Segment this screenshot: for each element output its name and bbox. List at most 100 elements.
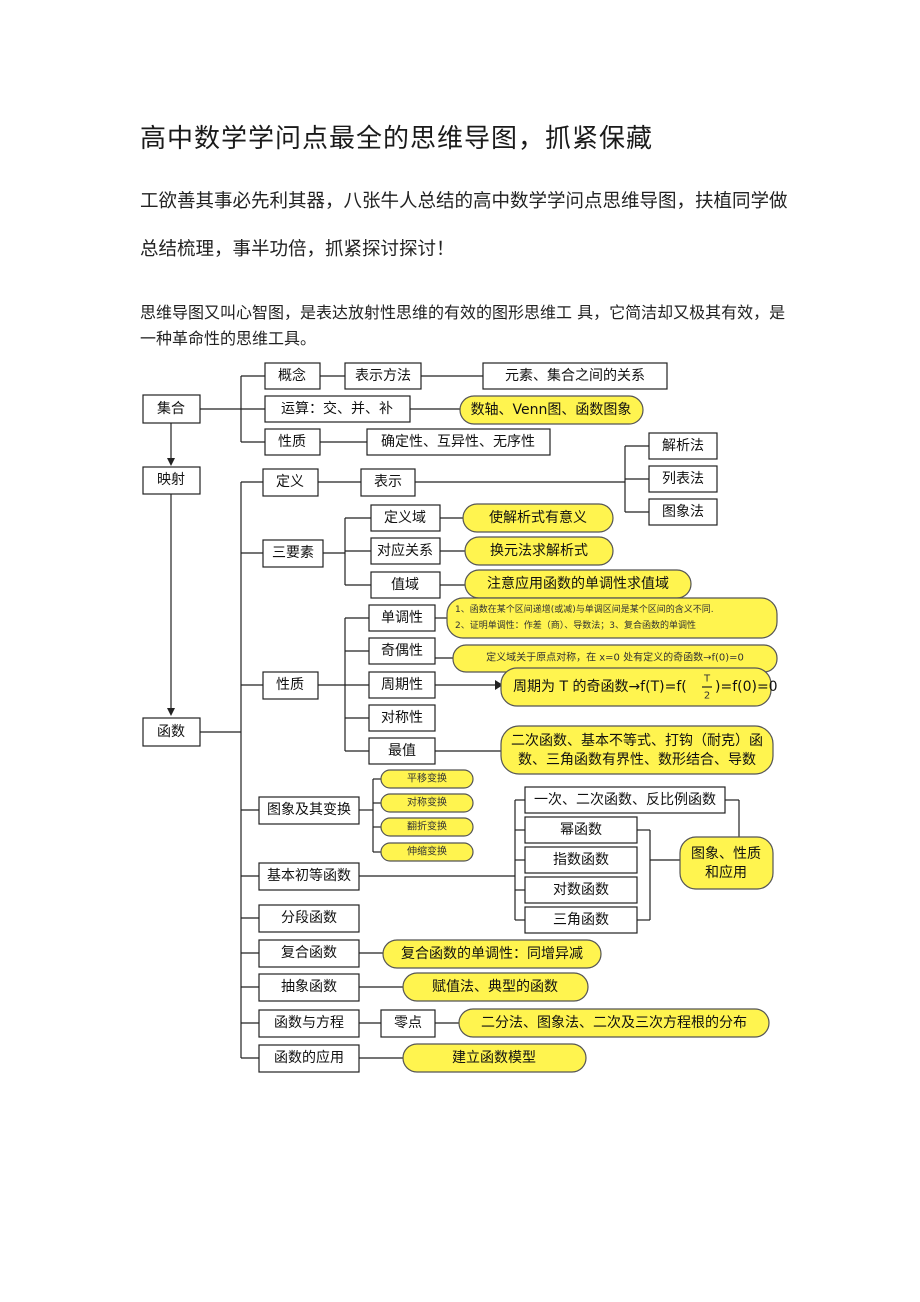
periodic-label: 周期性 [381,677,423,693]
three-elements-label: 三要素 [272,545,314,561]
set-operations-tools-label: 数轴、Venn图、函数图象 [471,402,632,418]
extremum-note-line-2: 数、三角函数有界性、数形结合、导数 [518,752,756,768]
set-properties-list-node: 确定性、互异性、无序性 [366,428,551,456]
definition-branch: 定义 表示 解析法 列表法 图象法 [262,432,718,526]
periodic-note-prefix: 周期为 T 的奇函数→f(T)=f( [513,678,687,695]
application-label: 函数的应用 [274,1049,344,1066]
abstract-note-node: 赋值法、典型的函数 [402,972,589,1002]
set-properties-node: 性质 [264,428,321,456]
article-title: 高中数学学问点最全的思维导图，抓紧保藏 [140,124,654,154]
zero-node: 零点 [380,1009,436,1038]
graph-transform-branch: 图象及其变换 平移变换 对称变换 翻折变换 伸缩变换 [258,769,474,862]
monotonic-label: 单调性 [381,610,423,626]
graph-transform-label: 图象及其变换 [267,801,351,818]
set-properties-list-label: 确定性、互异性、无序性 [381,434,535,450]
composite-node: 复合函数 [258,939,360,968]
application-node: 函数的应用 [258,1044,360,1073]
transform-translation-label: 平移变换 [407,772,447,785]
monotonic-note-line-2: 2、证明单调性：作差（商）、导数法；3、复合函数的单调性 [455,619,696,631]
graph-transform-node: 图象及其变换 [258,796,360,825]
transform-translation-node: 平移变换 [380,769,474,789]
application-note-node: 建立函数模型 [402,1043,587,1073]
set-root-node: 集合 [142,394,201,424]
zero-note-node: 二分法、图象法、二次及三次方程根的分布 [458,1008,770,1038]
equation-node: 函数与方程 [258,1009,360,1038]
symmetry-node: 对称性 [368,704,436,732]
set-root-label: 集合 [157,400,185,417]
function-root-label: 函数 [157,724,185,740]
abstract-node: 抽象函数 [258,973,360,1002]
elementary-label: 基本初等函数 [267,867,351,884]
transform-fold-node: 翻折变换 [380,817,474,837]
elementary-note-line-2: 和应用 [705,864,747,881]
range-label: 值域 [391,577,419,593]
set-operations-tools-node: 数轴、Venn图、函数图象 [459,395,644,425]
range-note-label: 注意应用函数的单调性求值域 [487,575,669,592]
range-note-node: 注意应用函数的单调性求值域 [464,569,692,599]
elementary-power-node: 幂函数 [524,816,638,844]
range-node: 值域 [370,571,441,599]
domain-label: 定义域 [384,510,426,526]
abstract-label: 抽象函数 [281,979,337,995]
method-graph-label: 图象法 [662,504,704,520]
extremum-note-line-1: 二次函数、基本不等式、打钩（耐克）函 [511,732,763,749]
application-branch: 函数的应用 建立函数模型 [258,1043,587,1073]
abstract-note-label: 赋值法、典型的函数 [432,979,558,995]
method-analytic-label: 解析法 [662,438,704,454]
rule-note-label: 换元法求解析式 [490,542,588,559]
periodic-note-suffix: )=f(0)=0 [715,679,778,695]
method-analytic-node: 解析法 [648,432,718,460]
parity-note-label: 定义域关于原点对称，在 x=0 处有定义的奇函数→f(0)=0 [486,651,744,664]
domain-note-label: 使解析式有意义 [489,509,587,526]
periodic-note-node: 周期为 T 的奇函数→f(T)=f( T 2 )=f(0)=0 [500,667,778,707]
method-table-node: 列表法 [648,465,718,493]
transform-scale-node: 伸缩变换 [380,842,474,862]
extremum-node: 最值 [368,737,436,765]
elementary-node: 基本初等函数 [258,862,360,891]
parity-label: 奇偶性 [381,642,423,659]
zero-note-label: 二分法、图象法、二次及三次方程根的分布 [481,1015,747,1031]
method-table-label: 列表法 [662,471,704,487]
set-relation-node: 元素、集合之间的关系 [482,362,668,390]
elementary-note-line-1: 图象、性质 [691,846,761,862]
equation-branch: 函数与方程 零点 二分法、图象法、二次及三次方程根的分布 [258,1008,770,1038]
composite-label: 复合函数 [281,944,337,961]
elementary-log-node: 对数函数 [524,876,638,904]
domain-note-node: 使解析式有意义 [462,503,614,533]
transform-fold-label: 翻折变换 [407,820,447,833]
composite-note-node: 复合函数的单调性：同增异减 [382,939,602,969]
representation-label: 表示 [374,474,402,490]
application-note-label: 建立函数模型 [452,1050,536,1066]
rule-label: 对应关系 [377,542,433,559]
method-graph-node: 图象法 [648,498,718,526]
rule-note-node: 换元法求解析式 [464,536,614,566]
set-properties-label: 性质 [278,434,306,450]
definition-label: 定义 [276,474,304,490]
parity-note-node: 定义域关于原点对称，在 x=0 处有定义的奇函数→f(0)=0 [452,644,778,673]
extremum-label: 最值 [388,743,416,759]
elementary-trig-label: 三角函数 [553,912,609,928]
set-operations-label: 运算：交、并、补 [281,400,393,417]
elementary-linear-node: 一次、二次函数、反比例函数 [524,786,726,814]
parity-node: 奇偶性 [368,637,436,665]
domain-node: 定义域 [370,504,441,532]
representation-node: 表示 [360,468,416,497]
periodic-note-fraction-den: 2 [704,691,710,702]
function-properties-node: 性质 [262,671,319,700]
transform-scale-label: 伸缩变换 [407,845,447,858]
monotonic-node: 单调性 [368,604,436,632]
math-mind-map: 集合 概念 表示方法 元素、集合之间的关系 运算：交、并、补 数轴、Venn图、… [142,362,778,1073]
set-branch: 集合 概念 表示方法 元素、集合之间的关系 运算：交、并、补 数轴、Venn图、… [142,362,668,456]
definition-node: 定义 [262,468,319,497]
symmetry-label: 对称性 [381,710,423,726]
elementary-exponential-label: 指数函数 [553,852,609,868]
mapping-label: 映射 [157,472,185,488]
monotonic-note-node: 1、函数在某个区间递增(或减)与单调区间是某个区间的含义不同. 2、证明单调性：… [446,597,778,639]
set-relation-label: 元素、集合之间的关系 [505,367,645,384]
set-operations-node: 运算：交、并、补 [264,395,411,423]
periodic-note-fraction-num: T [703,674,711,685]
mapping-node: 映射 [142,466,201,495]
article-intro: 工欲善其事必先利其器，八张牛人总结的高中数学学问点思维导图，扶植同学做总结梳理，… [140,191,788,260]
three-elements-node: 三要素 [262,539,324,568]
function-root-node: 函数 [142,717,201,747]
